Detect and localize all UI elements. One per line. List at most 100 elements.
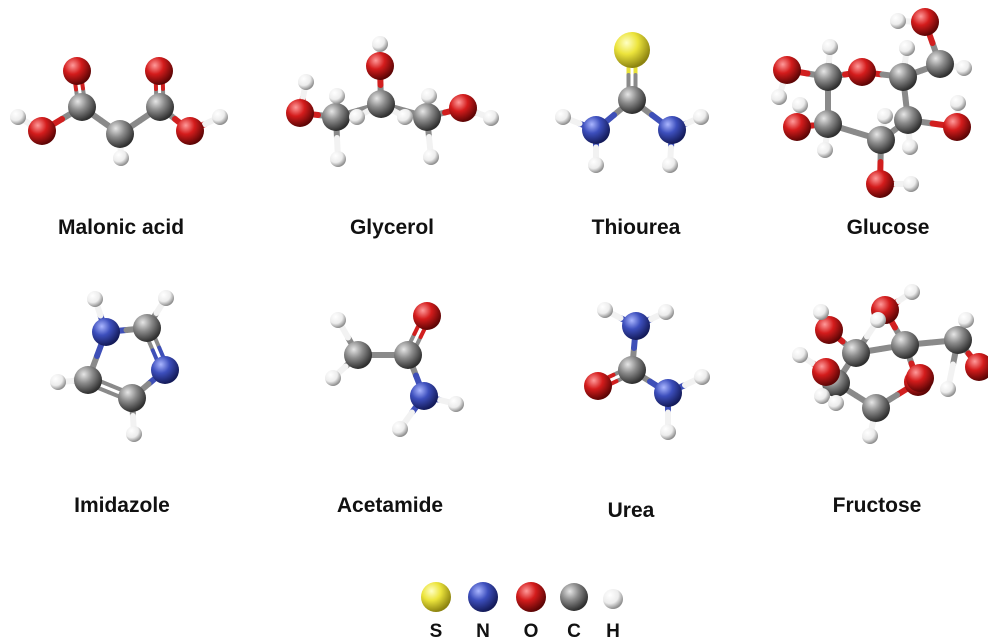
hydrogen-atom — [330, 312, 346, 328]
carbon-atom — [842, 339, 870, 367]
nitrogen-atom — [151, 356, 179, 384]
legend-label-carbon: C — [567, 621, 581, 642]
oxygen-atom — [286, 99, 314, 127]
hydrogen-atom — [392, 421, 408, 437]
legend-label-hydrogen: H — [606, 621, 620, 642]
hydrogen-atom — [397, 109, 413, 125]
nitrogen-atom — [92, 318, 120, 346]
oxygen-atom — [366, 52, 394, 80]
hydrogen-atom — [899, 40, 915, 56]
hydrogen-atom — [904, 284, 920, 300]
legend-label-nitrogen: N — [476, 621, 490, 642]
hydrogen-atom — [693, 109, 709, 125]
hydrogen-atom — [958, 312, 974, 328]
legend-sphere-sulfur — [421, 582, 451, 612]
carbon-atom — [862, 394, 890, 422]
hydrogen-atom — [555, 109, 571, 125]
hydrogen-atom — [814, 388, 830, 404]
oxygen-atom — [965, 353, 988, 381]
carbon-atom — [146, 93, 174, 121]
oxygen-atom — [145, 57, 173, 85]
legend-sphere-oxygen — [516, 582, 546, 612]
label-glycerol: Glycerol — [350, 216, 434, 239]
hydrogen-atom — [421, 88, 437, 104]
hydrogen-atom — [817, 142, 833, 158]
label-urea: Urea — [608, 499, 655, 522]
carbon-atom — [889, 63, 917, 91]
hydrogen-atom — [940, 381, 956, 397]
hydrogen-atom — [956, 60, 972, 76]
hydrogen-atom — [828, 395, 844, 411]
oxygen-atom — [911, 8, 939, 36]
oxygen-atom — [63, 57, 91, 85]
oxygen-atom — [773, 56, 801, 84]
hydrogen-atom — [950, 95, 966, 111]
legend-label-oxygen: O — [524, 621, 539, 642]
legend-label-sulfur: S — [430, 621, 443, 642]
legend-sphere-nitrogen — [468, 582, 498, 612]
molecule-urea — [584, 302, 710, 440]
carbon-atom — [344, 341, 372, 369]
carbon-atom — [618, 356, 646, 384]
legend-sphere-carbon — [560, 583, 588, 611]
element-legend: S N O C H — [421, 582, 623, 642]
carbon-atom — [133, 314, 161, 342]
label-thiourea: Thiourea — [592, 216, 681, 239]
label-imidazole: Imidazole — [74, 494, 170, 517]
hydrogen-atom — [822, 39, 838, 55]
carbon-atom — [894, 106, 922, 134]
hydrogen-atom — [890, 13, 906, 29]
carbon-atom — [891, 331, 919, 359]
nitrogen-atom — [658, 116, 686, 144]
molecule-glycerol — [286, 36, 499, 167]
legend-sphere-hydrogen — [603, 589, 623, 609]
carbon-atom — [618, 86, 646, 114]
hydrogen-atom — [325, 370, 341, 386]
hydrogen-atom — [10, 109, 26, 125]
sulfur-atom — [614, 32, 650, 68]
carbon-atom — [944, 326, 972, 354]
hydrogen-atom — [862, 428, 878, 444]
label-malonic-acid: Malonic acid — [58, 216, 184, 239]
hydrogen-atom — [870, 312, 886, 328]
oxygen-atom — [943, 113, 971, 141]
carbon-atom — [322, 103, 350, 131]
hydrogen-atom — [813, 304, 829, 320]
carbon-atom — [814, 63, 842, 91]
nitrogen-atom — [654, 379, 682, 407]
molecule-fructose — [792, 284, 988, 444]
molecule-thiourea — [555, 32, 709, 173]
carbon-atom — [68, 93, 96, 121]
hydrogen-atom — [662, 157, 678, 173]
hydrogen-atom — [658, 304, 674, 320]
carbon-atom — [867, 126, 895, 154]
hydrogen-atom — [349, 109, 365, 125]
carbon-atom — [413, 103, 441, 131]
oxygen-atom — [783, 113, 811, 141]
oxygen-atom — [584, 372, 612, 400]
hydrogen-atom — [298, 74, 314, 90]
oxygen-atom — [815, 316, 843, 344]
oxygen-atom — [812, 358, 840, 386]
oxygen-atom — [866, 170, 894, 198]
label-acetamide: Acetamide — [337, 494, 443, 517]
hydrogen-atom — [792, 347, 808, 363]
hydrogen-atom — [87, 291, 103, 307]
hydrogen-atom — [694, 369, 710, 385]
hydrogen-atom — [660, 424, 676, 440]
oxygen-atom — [176, 117, 204, 145]
molecule-glucose — [771, 8, 972, 198]
hydrogen-atom — [158, 290, 174, 306]
label-fructose: Fructose — [833, 494, 922, 517]
nitrogen-atom — [582, 116, 610, 144]
hydrogen-atom — [903, 176, 919, 192]
hydrogen-atom — [126, 426, 142, 442]
carbon-atom — [118, 384, 146, 412]
hydrogen-atom — [792, 97, 808, 113]
hydrogen-atom — [372, 36, 388, 52]
carbon-atom — [814, 110, 842, 138]
hydrogen-atom — [902, 139, 918, 155]
hydrogen-atom — [329, 88, 345, 104]
oxygen-atom — [906, 364, 934, 392]
